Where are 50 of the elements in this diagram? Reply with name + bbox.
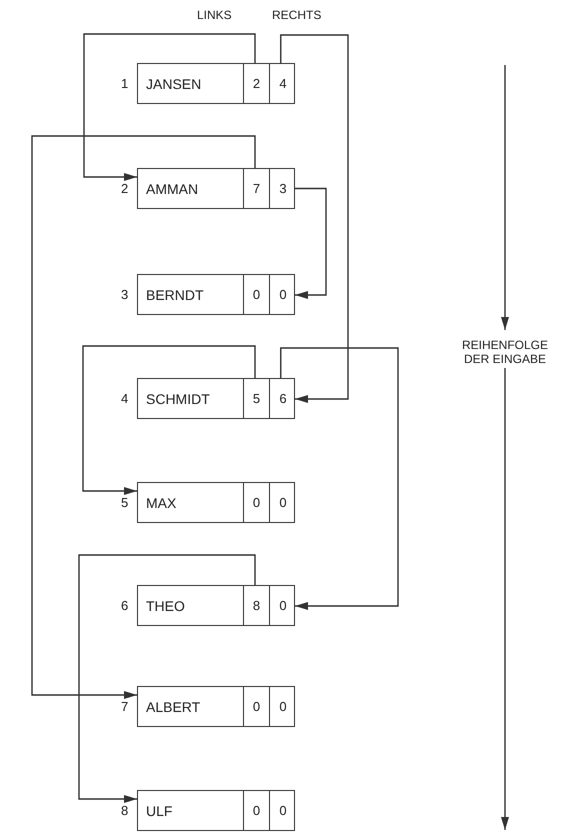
name-text: SCHMIDT [146, 391, 210, 407]
record-number: 7 [121, 699, 128, 714]
record-number: 2 [121, 181, 128, 196]
pointer-cell: 3 [269, 169, 296, 208]
record-number: 5 [121, 495, 128, 510]
record-box [137, 790, 295, 831]
name-text: MAX [146, 495, 176, 511]
pointer-cell: 2 [243, 64, 269, 103]
name-text: ULF [146, 803, 172, 819]
record-box [137, 585, 295, 626]
record-box [137, 63, 295, 104]
name-text: BERNDT [146, 287, 204, 303]
record-number: 1 [121, 76, 128, 91]
name-text: ALBERT [146, 699, 200, 715]
pointer-cell: 6 [269, 379, 296, 418]
pointer-cell: 8 [243, 586, 269, 625]
pointer-cell: 0 [269, 275, 296, 314]
pointer-cell: 0 [269, 483, 296, 522]
name-text: JANSEN [146, 76, 202, 92]
record-box [137, 482, 295, 523]
pointer-arrow [280, 34, 349, 403]
column-heading: RECHTS [272, 8, 322, 22]
pointer-arrow [82, 345, 256, 495]
pointer-arrow [83, 33, 256, 181]
pointer-cell: 0 [269, 687, 296, 726]
pointer-arrow [294, 188, 327, 299]
pointer-cell: 0 [243, 791, 269, 830]
pointer-cell: 0 [269, 586, 296, 625]
record-box [137, 274, 295, 315]
pointer-cell: 4 [269, 64, 296, 103]
name-text: AMMAN [146, 181, 198, 197]
pointer-cell: 0 [243, 275, 269, 314]
pointer-cell: 5 [243, 379, 269, 418]
record-number: 3 [121, 287, 128, 302]
record-box [137, 168, 295, 209]
pointer-arrow [78, 554, 256, 803]
record-number: 6 [121, 598, 128, 613]
column-heading: LINKS [197, 8, 232, 22]
pointer-cell: 0 [243, 687, 269, 726]
name-text: THEO [146, 598, 185, 614]
pointer-cell: 7 [243, 169, 269, 208]
record-box [137, 686, 295, 727]
record-box [137, 378, 295, 419]
record-number: 4 [121, 391, 128, 406]
pointer-arrow [31, 135, 256, 699]
pointer-cell: 0 [243, 483, 269, 522]
pointer-cell: 0 [269, 791, 296, 830]
direction-label: REIHENFOLGE DER EINGABE [460, 338, 549, 366]
pointer-arrow [280, 347, 399, 610]
record-number: 8 [121, 803, 128, 818]
